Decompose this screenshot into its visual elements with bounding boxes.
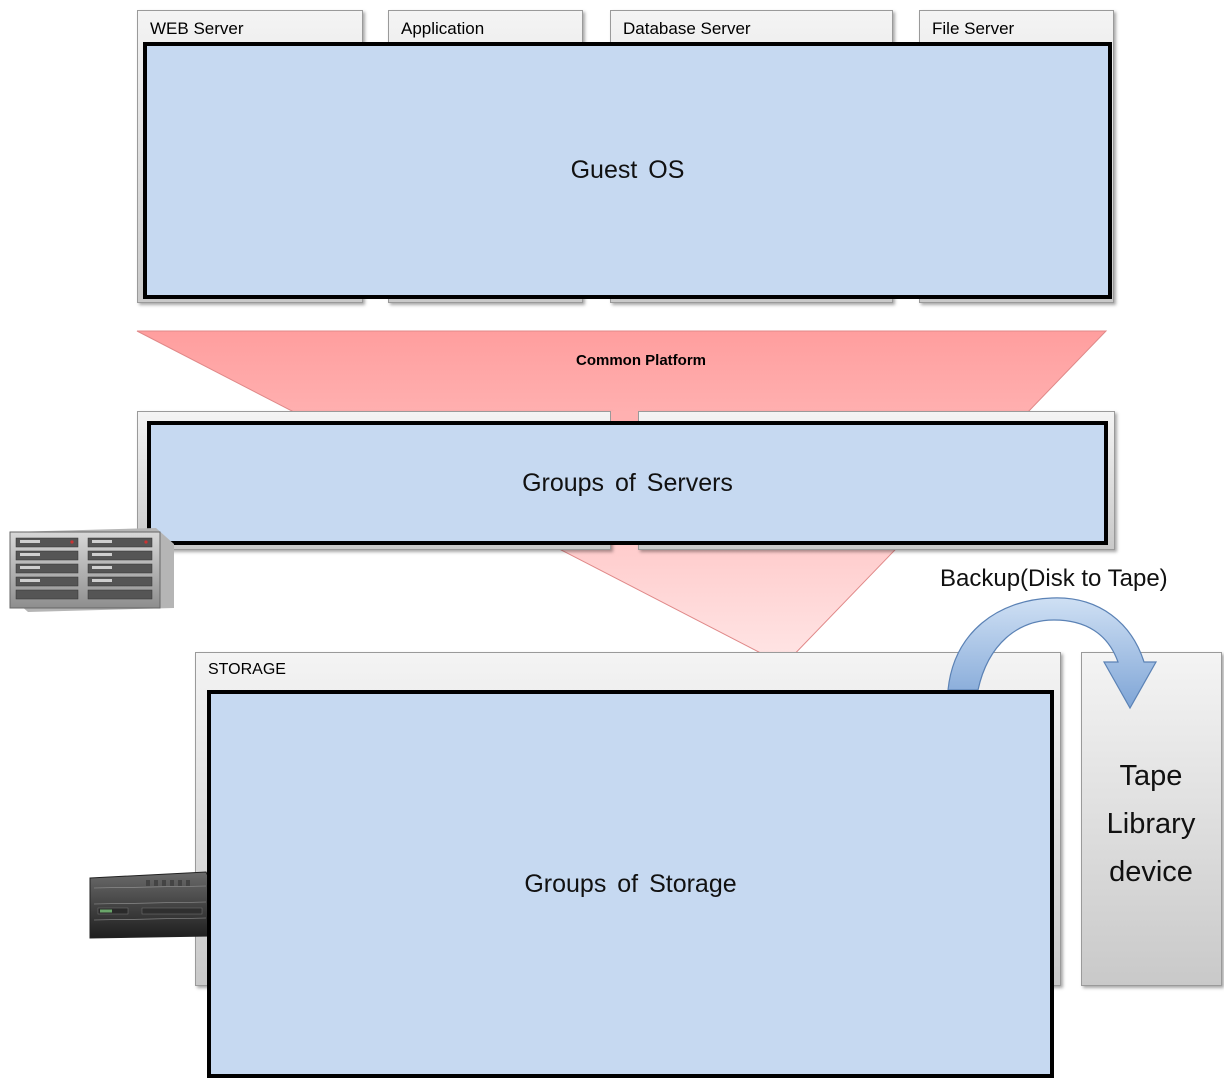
groups-of-storage-box: Groups of Storage: [207, 690, 1054, 1078]
file-server-label: File Server: [932, 19, 1015, 38]
tape-library-panel: [1081, 652, 1222, 986]
groups-of-servers-box: Groups of Servers: [147, 421, 1108, 545]
backup-curved-arrow: [947, 597, 1158, 710]
groups-of-storage-label: Groups of Storage: [524, 869, 737, 898]
rack-storage-unit-image: [89, 871, 211, 939]
tape-library-label: Tape Library device: [1106, 760, 1196, 888]
guest-os-label: Guest OS: [570, 156, 685, 184]
guest-os-box: Guest OS: [143, 42, 1112, 299]
storage-panel-label: STORAGE: [208, 661, 286, 678]
web-server-label: WEB Server: [150, 19, 244, 38]
common-platform-label: Common Platform: [575, 352, 706, 369]
blade-server-chassis-image: [9, 528, 174, 612]
backup-label: Backup(Disk to Tape): [940, 565, 1168, 592]
application-label: Application: [401, 19, 485, 38]
groups-of-servers-label: Groups of Servers: [522, 468, 733, 497]
database-server-label: Database Server: [623, 19, 751, 38]
